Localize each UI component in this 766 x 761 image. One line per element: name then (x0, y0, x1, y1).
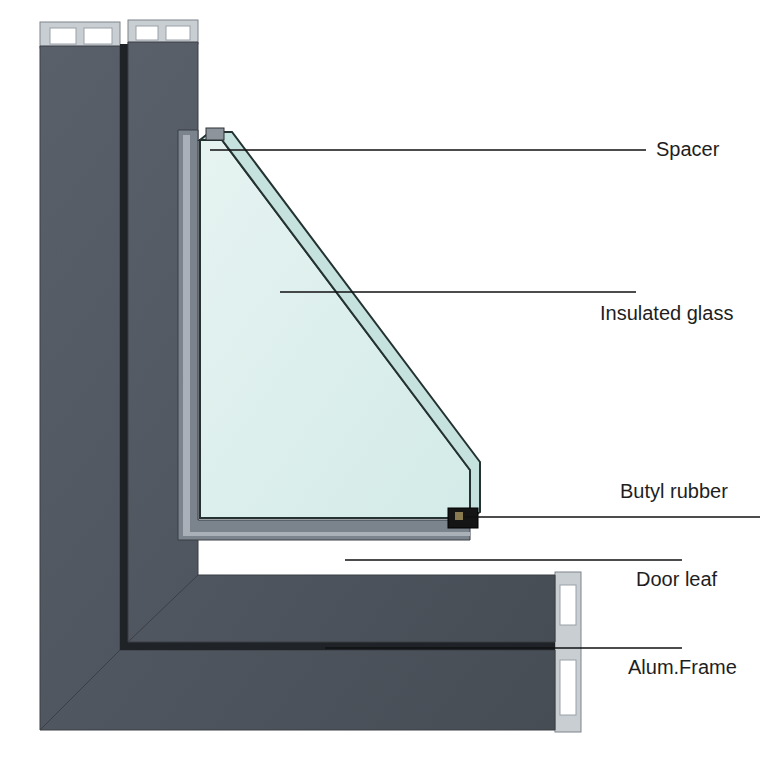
leader-lines (210, 150, 760, 648)
leader-line (345, 559, 682, 561)
door-leaf (128, 42, 555, 642)
part-label: Alum.Frame (628, 656, 737, 679)
bead-highlight (183, 135, 470, 536)
outer-pane (200, 132, 480, 518)
part-label: Insulated glass (600, 302, 733, 325)
butyl-detail (455, 512, 463, 520)
miter-line (128, 575, 198, 642)
insulated-glass (200, 140, 470, 518)
spacer-bar (206, 128, 224, 140)
part-label: Butyl rubber (620, 480, 728, 503)
miter-line (40, 650, 120, 730)
part-label: Spacer (656, 138, 719, 161)
leader-line (210, 149, 646, 151)
leader-line (325, 647, 682, 649)
part-label: Door leaf (636, 568, 717, 591)
leader-line (280, 291, 636, 293)
butyl-rubber (448, 508, 478, 528)
profile-ends (40, 20, 581, 732)
leader-line (465, 516, 760, 518)
glazing-bead (178, 130, 470, 540)
